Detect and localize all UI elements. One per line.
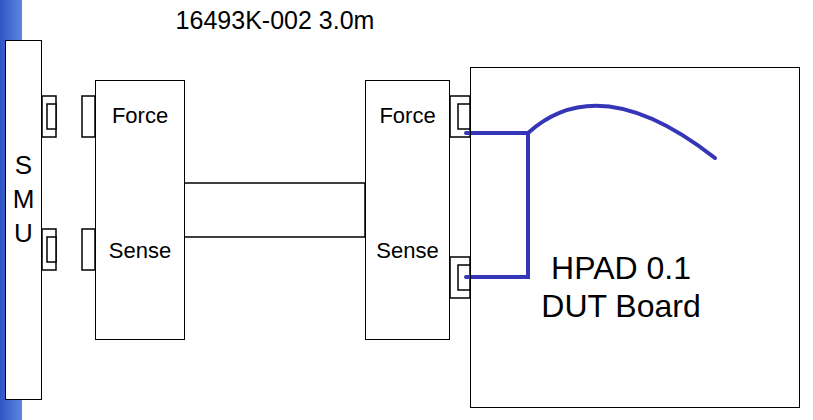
port-name: Sense — [96, 238, 184, 263]
plug — [82, 229, 95, 270]
instrument-name: S M U — [11, 149, 37, 250]
socket — [47, 104, 56, 129]
dut-board: HPAD 0.1 DUT Board — [470, 67, 800, 408]
board-name: HPAD 0.1 DUT Board — [526, 249, 716, 326]
plug — [450, 96, 470, 137]
shorting-wire — [466, 133, 528, 277]
connector-box: ForceSense — [365, 80, 450, 340]
open-wire — [528, 106, 715, 158]
socket — [47, 237, 56, 262]
plug — [458, 104, 470, 129]
port-name: Force — [96, 103, 184, 128]
port-name: Sense — [366, 238, 449, 263]
connector-box: ForceSense — [95, 80, 185, 340]
cable-label: 16493K-002 3.0m — [140, 6, 410, 35]
socket — [42, 229, 56, 270]
cable — [185, 183, 365, 237]
instrument-box: S M U — [5, 40, 42, 400]
socket — [42, 96, 56, 137]
port-name: Force — [366, 103, 449, 128]
plug — [82, 96, 95, 137]
